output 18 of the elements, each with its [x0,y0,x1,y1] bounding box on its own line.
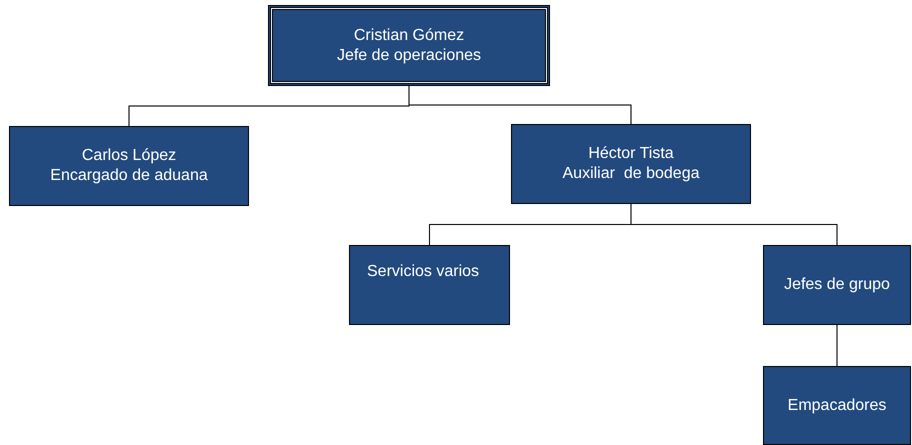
org-box [763,245,911,325]
connector-line [630,204,838,246]
org-box [511,124,751,204]
job-title: Encargado de aduana [50,166,208,186]
person-name: Héctor Tista [588,144,674,164]
role-label: Servicios varios [367,262,480,282]
person-name: Cristian Gómez [354,26,464,46]
job-title: Jefe de operaciones [336,46,482,66]
role-label: Jefes de grupo [784,275,890,295]
org-box [349,245,510,325]
org-box [763,366,911,445]
connector-line [836,324,838,366]
job-title: Auxiliar de bodega [562,164,700,184]
person-name: Carlos López [82,146,176,166]
role-label: Empacadores [788,396,886,416]
org-box [268,5,550,86]
org-box [9,126,249,206]
connector-line [408,86,632,124]
